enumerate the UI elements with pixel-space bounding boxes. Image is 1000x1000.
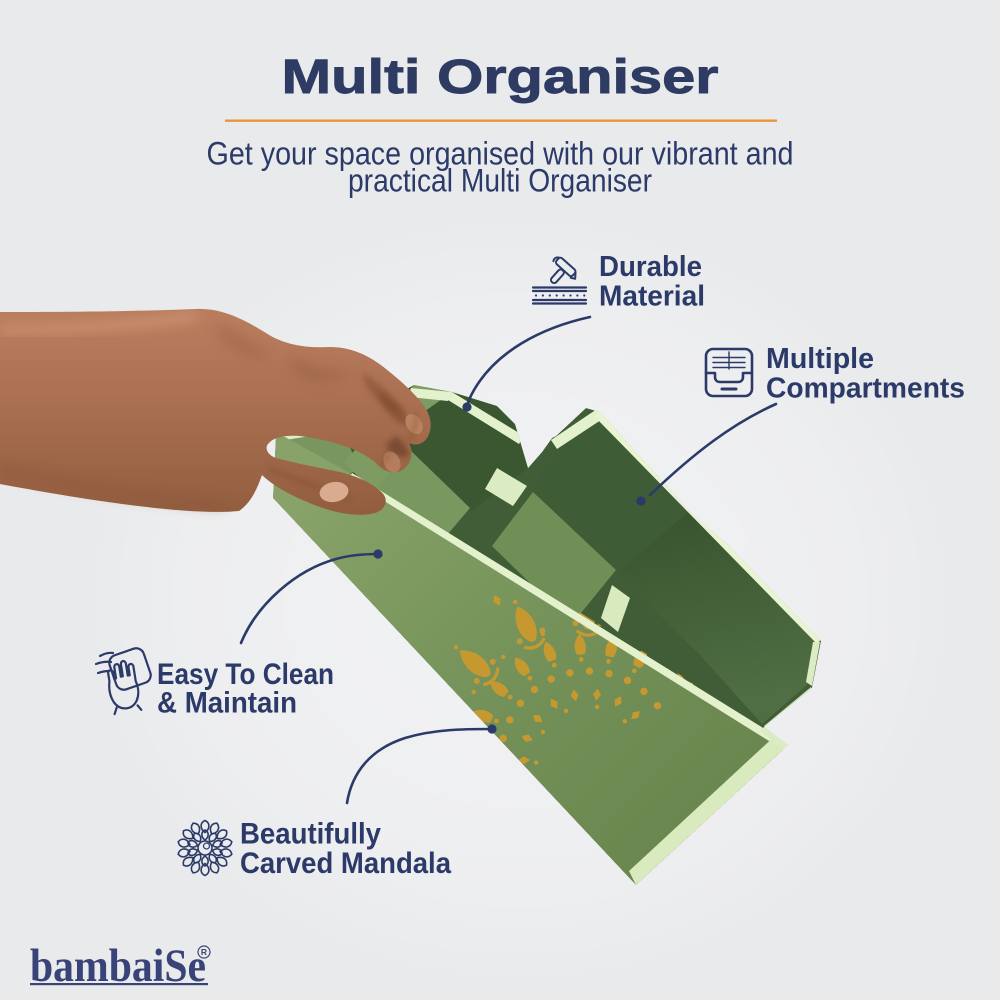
svg-text:Multi Organiser: Multi Organiser bbox=[282, 51, 719, 104]
svg-text:Durable: Durable bbox=[599, 251, 702, 283]
svg-text:Easy To Clean: Easy To Clean bbox=[157, 658, 334, 691]
svg-text:Beautifully: Beautifully bbox=[240, 818, 382, 851]
svg-text:R: R bbox=[201, 947, 207, 957]
svg-text:Get your space organised with: Get your space organised with our vibran… bbox=[207, 136, 794, 172]
svg-text:& Maintain: & Maintain bbox=[157, 687, 297, 720]
svg-text:Compartments: Compartments bbox=[766, 373, 965, 405]
svg-text:Multiple: Multiple bbox=[766, 343, 874, 375]
svg-text:Carved Mandala: Carved Mandala bbox=[240, 847, 452, 880]
svg-text:practical Multi Organiser: practical Multi Organiser bbox=[348, 163, 652, 199]
svg-text:Material: Material bbox=[599, 281, 705, 313]
